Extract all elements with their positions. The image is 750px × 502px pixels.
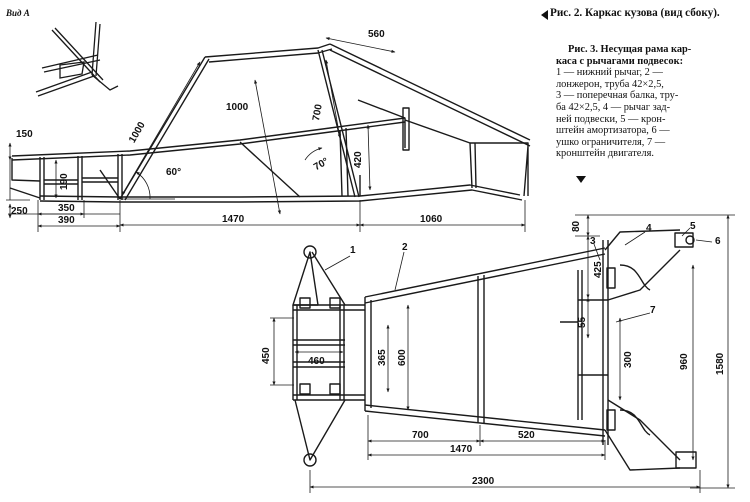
dim-460: 460 [308,356,325,367]
caption-fig3-line-2: 1 — нижний рычаг, 2 — [556,67,663,79]
caption-fig3-line-9: кронштейн двигателя. [556,148,654,160]
dim-520: 520 [518,430,535,441]
caption-fig3-line-3: лонжерон, труба 42×2,5, [556,78,664,90]
caption-fig3-line-8: ушко ограничителя, 7 — [556,136,666,148]
side-view-dimensions [6,37,526,232]
callout-1: 1 [350,245,356,256]
dim-560: 560 [368,29,385,40]
callout-6: 6 [715,236,721,247]
view-a-label: Вид А [6,8,30,18]
dim-600: 600 [397,349,408,366]
dim-300: 300 [623,351,634,368]
dim-960: 960 [679,353,690,370]
dim-80: 80 [571,220,582,232]
view-a-sketch [35,21,119,97]
plan-view-frame [292,229,697,471]
callout-5: 5 [690,221,696,232]
caption-fig3-label: Рис. 3. [568,44,598,55]
dim-2300: 2300 [472,476,495,487]
caption-fig3-line-1: каса с рычагами подвесок: [556,55,684,67]
caption-fig2-text: Каркас кузова (вид сбоку). [585,7,720,19]
callout-2: 2 [402,242,408,253]
dim-700-plan: 700 [412,430,429,441]
dim-55: 55 [577,316,588,328]
dim-365: 365 [377,349,388,366]
dim-420: 420 [353,151,364,168]
caption-pointer-down [576,176,586,183]
dim-1470-side: 1470 [222,214,245,225]
caption-pointer-left [541,10,548,20]
dim-150: 150 [16,129,33,140]
callout-7: 7 [650,305,656,316]
angle-60: 60° [166,167,182,178]
caption-fig3-line-5: ба 42×2,5, 4 — рычаг зад- [556,101,671,113]
dim-250: 250 [11,206,28,217]
plan-view-dimensions [270,214,735,493]
dim-190: 190 [59,173,70,190]
side-view-frame [9,43,531,203]
dim-425: 425 [593,261,604,278]
caption-fig3-line-7: штейн амортизатора, 6 — [556,125,670,137]
dim-450: 450 [261,347,272,364]
dim-1470-plan: 1470 [450,444,473,455]
callout-3: 3 [590,236,596,247]
caption-fig2: Рис. 2. Каркас кузова (вид сбоку). [550,7,746,19]
dim-390: 390 [58,215,75,226]
caption-fig2-label: Рис. 2. [550,7,583,19]
caption-fig3-line-6: ней подвески, 5 — крон- [556,113,666,125]
caption-fig3-line-0: Несущая рама кар- [600,44,692,55]
dim-1580: 1580 [715,352,726,375]
caption-fig3: Рис. 3. Несущая рама кар- каса с рычагам… [556,44,748,160]
caption-fig3-line-4: 3 — поперечная балка, тру- [556,90,679,102]
dim-350: 350 [58,203,75,214]
dim-1000-mid: 1000 [226,102,249,113]
callout-4: 4 [646,223,652,234]
dim-1060: 1060 [420,214,443,225]
